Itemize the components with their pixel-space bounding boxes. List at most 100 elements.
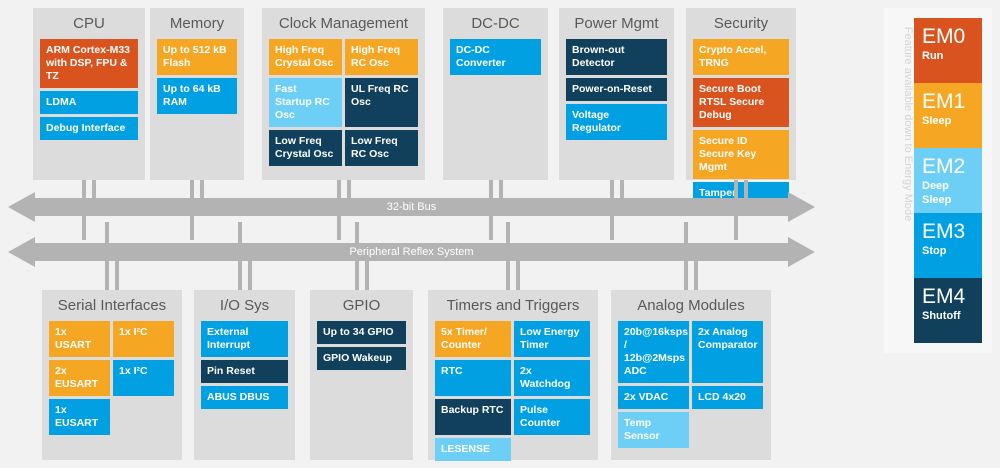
block-item[interactable]: Up to 64 kB RAM xyxy=(157,78,237,114)
block-grid: DC-DC Converter xyxy=(450,39,541,75)
block-item[interactable]: GPIO Wakeup xyxy=(317,347,406,370)
panel-title: Serial Interfaces xyxy=(57,297,167,314)
block-item[interactable]: UL Freq RC Osc xyxy=(345,78,418,127)
bus-connector xyxy=(200,180,204,214)
panel-cpu: CPU ARM Cortex-M33 with DSP, FPU & TZ LDMA… xyxy=(33,8,145,180)
block-item[interactable]: Temp Sensor xyxy=(618,412,689,448)
energy-mode-name: Sleep xyxy=(922,115,952,127)
bus-label: Peripheral Reflex System xyxy=(349,246,474,258)
block-item[interactable]: 1x I²C xyxy=(113,360,174,396)
block-item[interactable]: Brown-out Detector xyxy=(566,39,667,75)
block-item[interactable]: 1x I²C xyxy=(113,321,174,357)
block-item[interactable]: Low Freq RC Osc xyxy=(345,130,418,166)
block-item[interactable]: Voltage Regulator xyxy=(566,104,667,140)
energy-mode-code: EM3 xyxy=(922,220,966,243)
bus-arrow-head-right xyxy=(788,192,815,222)
bus-connector xyxy=(364,255,369,292)
block-item[interactable]: DC-DC Converter xyxy=(450,39,541,75)
block-item[interactable]: 20b@16ksps / 12b@2Msps ADC xyxy=(618,321,689,383)
block-item[interactable]: 1x EUSART xyxy=(49,399,110,435)
bus-connector xyxy=(744,180,748,214)
energy-mode-name: Stop xyxy=(922,245,947,257)
block-item[interactable]: Pin Reset xyxy=(201,360,288,383)
bus-connector xyxy=(619,180,624,214)
panel-title: Analog Modules xyxy=(637,297,745,314)
bus-connector xyxy=(92,180,96,214)
bus-arrow-head-left xyxy=(8,237,35,267)
block-item[interactable]: RTC xyxy=(435,360,511,396)
bus-connector xyxy=(115,255,119,292)
legend-caption: Feature available down to Energy Mode xyxy=(902,26,914,222)
energy-mode-name: Deep Sleep xyxy=(922,180,952,206)
bus-bar xyxy=(34,198,789,216)
panel-title: CPU xyxy=(73,15,105,32)
panel-dc-dc: DC-DC DC-DC Converter xyxy=(443,8,548,180)
panel-title: I/O Sys xyxy=(219,297,270,314)
block-item[interactable]: Low Freq Crystal Osc xyxy=(269,130,342,166)
panel-title: GPIO xyxy=(342,297,381,314)
panel-title: DC-DC xyxy=(471,15,520,32)
panel-title: Timers and Triggers xyxy=(446,297,580,314)
block-item[interactable]: ABUS DBUS xyxy=(201,386,288,409)
block-item[interactable]: Low Energy Timer xyxy=(514,321,590,357)
bus-32-bit: 32-bit Bus xyxy=(8,192,815,222)
block-item[interactable]: LCD 4x20 xyxy=(692,386,763,409)
block-grid: Up to 34 GPIO GPIO Wakeup xyxy=(317,321,406,370)
block-item[interactable]: 2x Analog Comparator xyxy=(692,321,763,383)
panel-title: Security xyxy=(713,15,769,32)
panel-title: Memory xyxy=(169,15,225,32)
block-item[interactable]: ARM Cortex-M33 with DSP, FPU & TZ xyxy=(40,39,138,88)
block-item[interactable]: Power-on-Reset xyxy=(566,78,667,101)
block-item[interactable]: 5x Timer/ Counter xyxy=(435,321,511,357)
bus-connector xyxy=(346,180,351,214)
energy-mode-code: EM2 xyxy=(922,155,966,178)
block-item[interactable]: Fast Startup RC Osc xyxy=(269,78,342,127)
bus-connector xyxy=(247,255,252,292)
energy-mode-code: EM1 xyxy=(922,90,966,113)
block-item[interactable]: 2x EUSART xyxy=(49,360,110,396)
panel-title: Power Mgmt xyxy=(574,15,659,32)
energy-mode-code: EM0 xyxy=(922,25,966,48)
block-item[interactable]: 2x Watchdog xyxy=(514,360,590,396)
panel-gpio: GPIO Up to 34 GPIO GPIO Wakeup xyxy=(310,290,413,460)
bus-connector xyxy=(498,180,503,214)
block-item[interactable]: LDMA xyxy=(40,91,138,114)
block-item[interactable]: Backup RTC xyxy=(435,399,511,435)
block-item[interactable]: Up to 34 GPIO xyxy=(317,321,406,344)
block-item[interactable]: High Freq Crystal Osc xyxy=(269,39,342,75)
block-item[interactable]: Pulse Counter xyxy=(514,399,590,435)
block-item[interactable]: 2x VDAC xyxy=(618,386,689,409)
block-item[interactable]: 1x USART xyxy=(49,321,110,357)
bus-connector xyxy=(694,255,698,292)
block-item[interactable]: High Freq RC Osc xyxy=(345,39,418,75)
bus-label: 32-bit Bus xyxy=(386,201,437,213)
block-item[interactable]: Crypto Accel, TRNG xyxy=(693,39,789,75)
block-item[interactable]: LESENSE xyxy=(435,438,511,461)
energy-mode-name: Shutoff xyxy=(922,310,961,322)
block-item[interactable]: External Interrupt xyxy=(201,321,288,357)
block-item[interactable]: Up to 512 kB Flash xyxy=(157,39,237,75)
block-item[interactable]: Debug Interface xyxy=(40,117,138,140)
panel-title: Clock Management xyxy=(278,15,409,32)
energy-mode-name: Run xyxy=(922,50,944,62)
block-item[interactable]: Secure Boot RTSL Secure Debug xyxy=(693,78,789,127)
block-item[interactable]: Secure ID Secure Key Mgmt xyxy=(693,130,789,179)
block-grid: ARM Cortex-M33 with DSP, FPU & TZ LDMA Deb… xyxy=(40,39,138,140)
panel-analog-modules: Analog Modules 20b@16ksps / 12b@2Msps ADC… xyxy=(611,290,771,460)
